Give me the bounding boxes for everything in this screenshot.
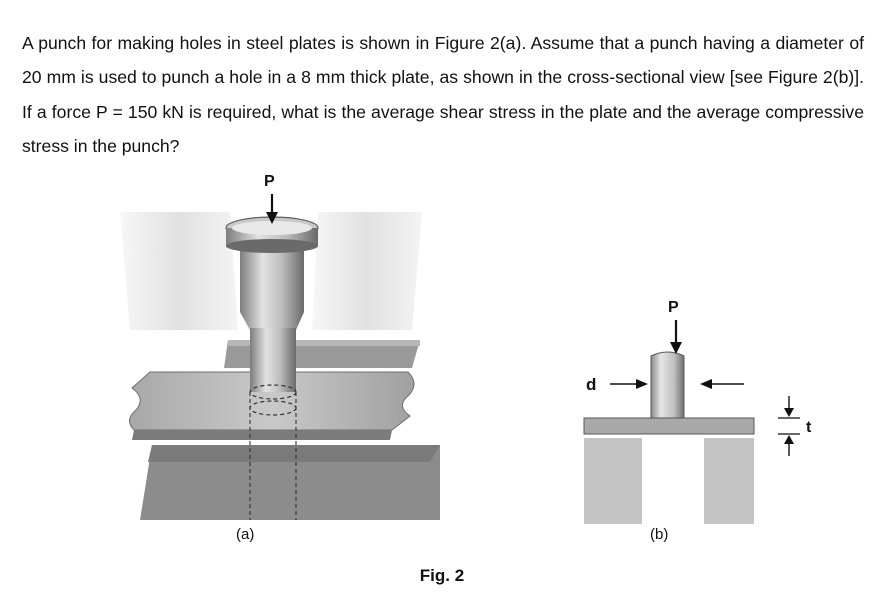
force-label-b: P <box>668 299 679 316</box>
problem-statement: A punch for making holes in steel plates… <box>22 32 864 157</box>
diameter-label: d <box>586 375 596 394</box>
left-support <box>584 438 642 524</box>
thickness-label: t <box>806 419 812 436</box>
figure-b-drawing <box>583 320 800 524</box>
force-arrowhead-a <box>266 212 278 224</box>
force-arrowhead-b <box>670 342 682 354</box>
background-shade-left <box>120 212 238 330</box>
punch-cross-section <box>650 351 685 419</box>
right-support <box>704 438 754 524</box>
force-label-a: P <box>264 173 275 190</box>
figure-caption: Fig. 2 <box>419 566 465 585</box>
die-block <box>140 445 440 520</box>
figure-a-drawing <box>120 194 440 520</box>
punch-tip <box>250 328 296 392</box>
figure-a-label: (a) <box>236 526 255 543</box>
background-shade-right <box>312 212 422 330</box>
plate-cross-section <box>583 417 755 435</box>
figure-b-label: (b) <box>650 526 669 543</box>
